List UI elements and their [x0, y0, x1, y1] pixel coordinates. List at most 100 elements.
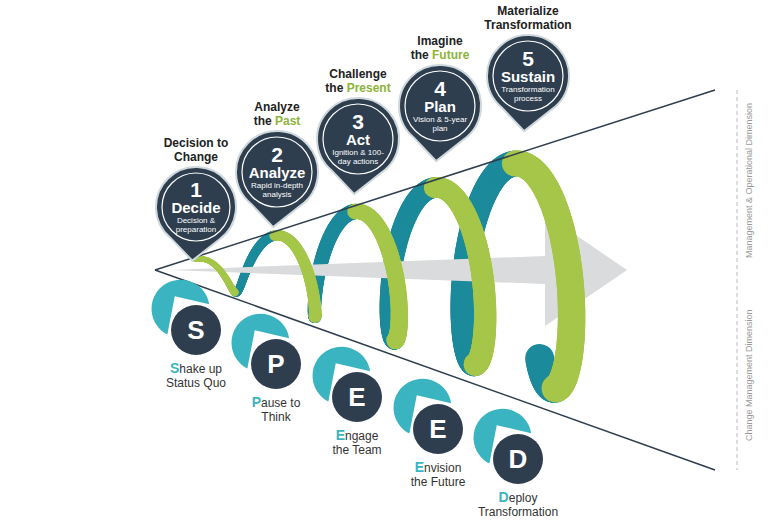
accent-letter: D — [499, 489, 509, 505]
helix-stroke — [309, 306, 322, 319]
helix-stroke — [228, 285, 236, 293]
phase-circle: 2AnalyzeRapid in-depth analysisAnalyze t… — [239, 134, 315, 210]
circle-content: P — [251, 339, 301, 389]
helix-stroke — [231, 288, 239, 296]
progress-arrow — [170, 214, 627, 326]
helix-stroke — [231, 288, 239, 296]
phase-circle: 3ActIgnition & 100-day actionsChallenge … — [320, 101, 396, 177]
helix-stroke — [230, 287, 238, 295]
inner-ring — [323, 104, 393, 174]
helix-stroke — [228, 285, 236, 293]
helix-stroke — [308, 304, 321, 318]
helix-stroke — [230, 288, 238, 296]
helix-stroke — [386, 331, 404, 349]
helix-stroke — [308, 310, 321, 323]
phase-subtitle: Decision & preparation — [166, 217, 226, 235]
accent-letter: P — [252, 394, 261, 410]
phase-subtitle: Vision & 5-year plan — [409, 116, 471, 134]
helix-stroke — [309, 310, 322, 323]
speed-circle: PPause to Think — [251, 339, 301, 389]
helix-stroke — [308, 310, 321, 323]
speed-label: Pause to Think — [248, 394, 304, 425]
phase-heading: Imagine the Future — [407, 35, 473, 63]
speed-circle: DDeploy Transformation — [493, 434, 543, 484]
teardrop-outline — [317, 98, 399, 194]
phase-heading: Challenge the Present — [322, 68, 394, 96]
helix-stroke — [388, 328, 406, 347]
circle-content: 3ActIgnition & 100-day actions — [320, 101, 396, 177]
helix-stroke — [308, 309, 321, 322]
helix-stroke — [308, 307, 321, 321]
teardrop-outline — [487, 35, 569, 131]
helix-stroke — [464, 352, 488, 376]
speed-letter: S — [187, 317, 204, 343]
phase-circle: 5SustainTransformation processMaterializ… — [490, 38, 566, 114]
phase-number: 2 — [271, 144, 283, 165]
accent-word: Present — [347, 81, 391, 95]
pin-circle — [171, 305, 221, 355]
helix-stroke — [229, 286, 237, 294]
helix-stroke — [308, 305, 321, 319]
phase-number: 3 — [352, 111, 364, 132]
phase-heading: Analyze the Past — [248, 101, 306, 129]
speed-circle: EEngage the Team — [332, 372, 382, 422]
helix-stroke — [387, 330, 405, 348]
inner-ring — [405, 71, 475, 141]
inner-ring — [242, 137, 312, 207]
phase-title: Plan — [424, 99, 456, 116]
cone-edge — [155, 270, 715, 470]
inner-ring — [162, 173, 230, 241]
accent-word: Past — [275, 114, 300, 128]
helix-stroke — [308, 308, 321, 322]
accent-letter: E — [415, 459, 424, 475]
helix-stroke — [466, 350, 490, 374]
helix-stroke — [543, 373, 572, 402]
circle-content: 5SustainTransformation process — [490, 38, 566, 114]
phase-number: 1 — [190, 179, 202, 200]
circle-content: E — [413, 404, 463, 454]
accent-word: Future — [432, 48, 469, 62]
helix-stroke — [388, 329, 406, 348]
phase-title: Analyze — [249, 165, 306, 182]
pin-circle — [332, 372, 382, 422]
pin-circle — [493, 434, 543, 484]
phase-number: 4 — [434, 78, 446, 99]
helix-stroke — [230, 287, 238, 295]
helix-stroke — [543, 372, 572, 401]
pin-circle — [413, 404, 463, 454]
phase-subtitle: Rapid in-depth analysis — [246, 182, 308, 200]
speed-label: Shake up Status Quo — [161, 360, 231, 391]
phase-subtitle: Ignition & 100-day actions — [327, 149, 389, 167]
helix-stroke — [308, 309, 321, 322]
speed-circle: SShake up Status Quo — [171, 305, 221, 355]
divider-line — [737, 90, 738, 470]
helix-stroke — [308, 310, 321, 323]
helix-stroke — [387, 329, 405, 348]
helix-stroke — [309, 305, 322, 318]
helix-stroke — [466, 351, 490, 375]
speed-label: Engage the Team — [328, 427, 386, 458]
phase-number: 5 — [522, 48, 534, 69]
circle-content: S — [171, 305, 221, 355]
inner-ring — [493, 41, 563, 111]
circle-content: 4PlanVision & 5-year plan — [402, 68, 478, 144]
phase-heading: Decision to Change — [156, 137, 236, 165]
helix-stroke — [308, 303, 321, 317]
helix-stroke — [230, 288, 238, 296]
helix-stroke — [309, 310, 322, 323]
phase-circle: 4PlanVision & 5-year planImagine the Fut… — [402, 68, 478, 144]
phase-title: Act — [346, 132, 370, 149]
accent-letter: E — [336, 427, 345, 443]
phase-heading: Materialize Transformation — [478, 5, 578, 33]
teardrop-outline — [236, 131, 318, 227]
speed-label: Envision the Future — [407, 459, 469, 490]
helix-stroke — [229, 286, 237, 294]
helix-stroke — [542, 374, 571, 403]
accent-letter: S — [170, 360, 179, 376]
phase-title: Sustain — [501, 69, 555, 86]
teardrop-outline — [399, 65, 481, 161]
helix-stroke — [309, 307, 322, 320]
helix-stroke — [308, 306, 321, 320]
circle-content: D — [493, 434, 543, 484]
